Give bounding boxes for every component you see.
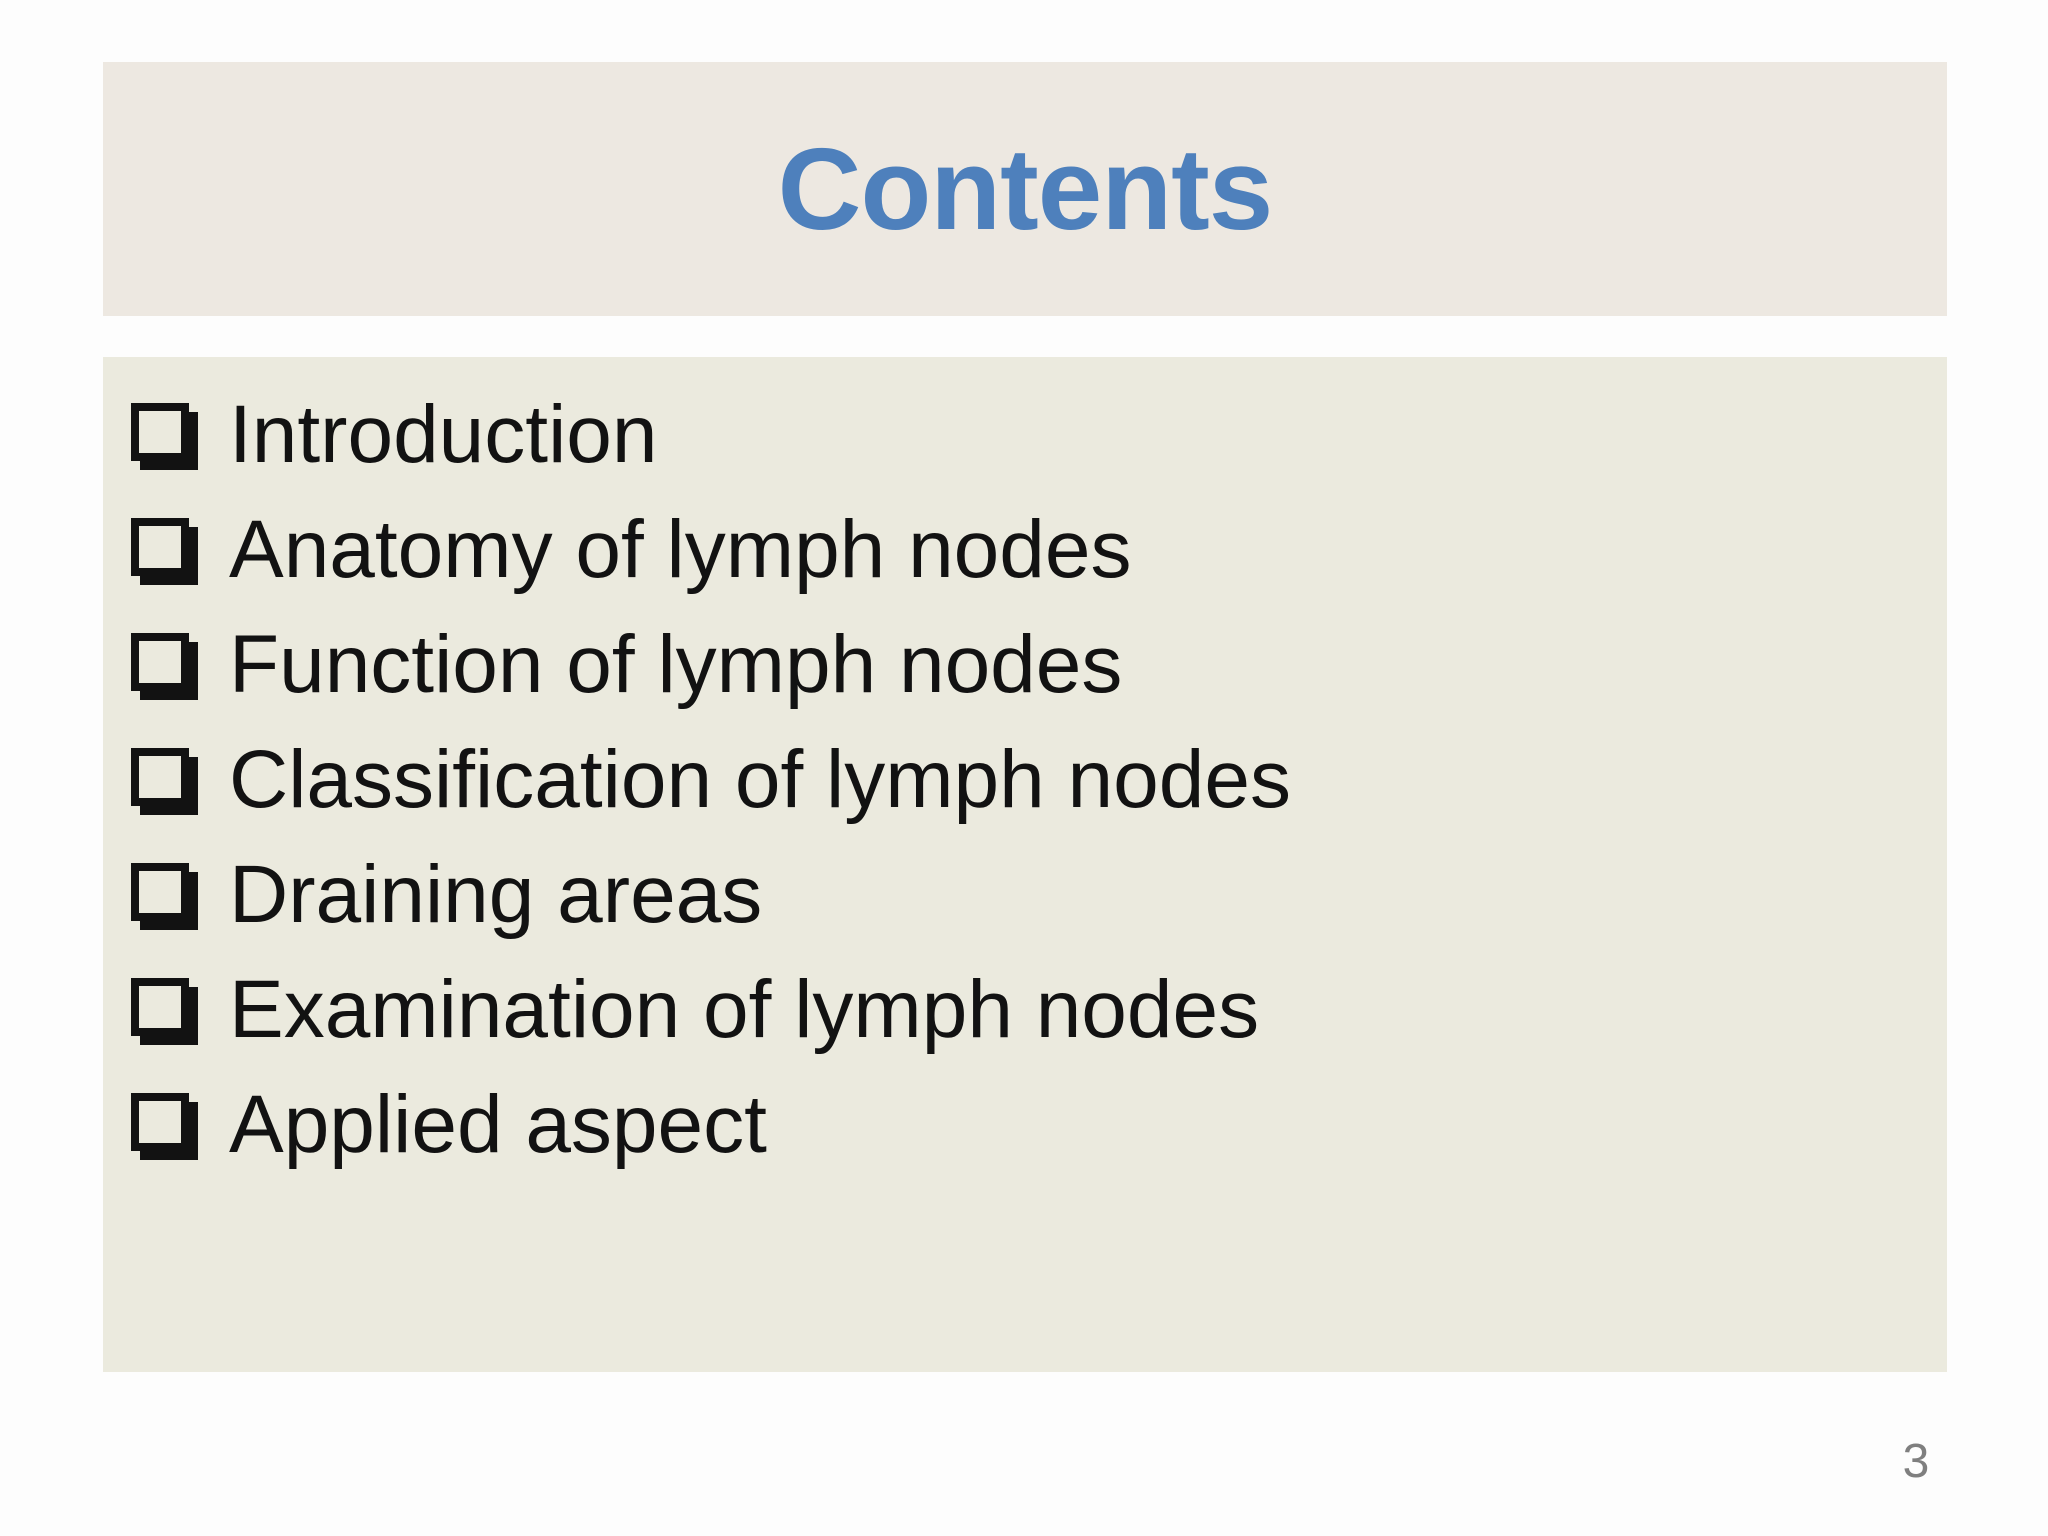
list-item: Anatomy of lymph nodes <box>131 492 1947 607</box>
checkbox-bullet-icon <box>131 747 189 806</box>
list-item: Draining areas <box>131 837 1947 952</box>
checkbox-bullet-icon <box>131 1092 189 1151</box>
list-item-label: Anatomy of lymph nodes <box>229 503 1132 595</box>
checkbox-bullet-icon <box>131 862 189 921</box>
checkbox-bullet-icon <box>131 632 189 691</box>
checkbox-bullet-icon <box>131 977 189 1036</box>
list-item-label: Function of lymph nodes <box>229 618 1123 710</box>
list-item: Introduction <box>131 377 1947 492</box>
list-item-label: Examination of lymph nodes <box>229 963 1260 1055</box>
checkbox-bullet-icon <box>131 402 189 461</box>
list-item: Classification of lymph nodes <box>131 722 1947 837</box>
list-item-label: Introduction <box>229 388 658 480</box>
content-panel: Introduction Anatomy of lymph nodes Func… <box>103 357 1947 1372</box>
list-item: Function of lymph nodes <box>131 607 1947 722</box>
list-item-label: Draining areas <box>229 848 763 940</box>
list-item: Examination of lymph nodes <box>131 952 1947 1067</box>
checkbox-bullet-icon <box>131 517 189 576</box>
page-title: Contents <box>777 124 1274 254</box>
contents-list: Introduction Anatomy of lymph nodes Func… <box>131 377 1947 1182</box>
title-band: Contents <box>103 62 1947 316</box>
list-item: Applied aspect <box>131 1067 1947 1182</box>
page-number: 3 <box>1902 1435 1930 1488</box>
list-item-label: Applied aspect <box>229 1078 767 1170</box>
list-item-label: Classification of lymph nodes <box>229 733 1291 825</box>
